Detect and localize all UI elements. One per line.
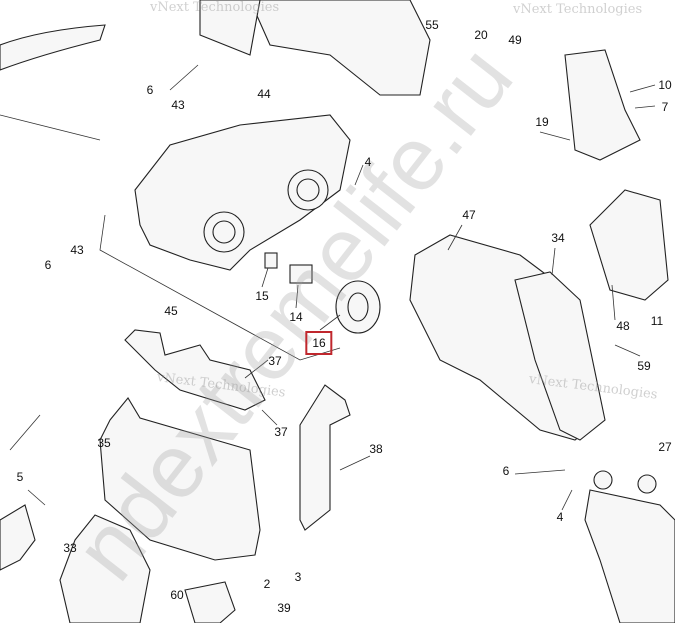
callout-34[interactable]: 34 (551, 231, 565, 245)
callout-10[interactable]: 10 (658, 78, 672, 92)
callout-20[interactable]: 20 (474, 28, 488, 42)
callout-6[interactable]: 6 (146, 83, 154, 97)
callout-11[interactable]: 11 (650, 314, 664, 328)
callout-43[interactable]: 43 (70, 243, 84, 257)
callout-43[interactable]: 43 (171, 98, 185, 112)
watermark: vNext Technologies (150, 0, 280, 15)
callout-37[interactable]: 37 (268, 354, 282, 368)
callout-38[interactable]: 38 (369, 442, 383, 456)
callout-16-highlighted[interactable]: 16 (305, 331, 333, 355)
callout-19[interactable]: 19 (535, 115, 549, 129)
callout-3[interactable]: 3 (294, 570, 302, 584)
callout-4[interactable]: 4 (364, 155, 372, 169)
watermark: vNext Technologies (513, 2, 643, 17)
callout-6[interactable]: 6 (44, 258, 52, 272)
callout-33[interactable]: 33 (63, 541, 77, 555)
callout-5[interactable]: 5 (16, 470, 24, 484)
callout-55[interactable]: 55 (425, 18, 439, 32)
callout-39[interactable]: 39 (277, 601, 291, 615)
callout-14[interactable]: 14 (289, 310, 303, 324)
callout-15[interactable]: 15 (255, 289, 269, 303)
callout-2[interactable]: 2 (263, 577, 271, 591)
callout-60[interactable]: 60 (170, 588, 184, 602)
callout-6[interactable]: 6 (502, 464, 510, 478)
callout-47[interactable]: 47 (462, 208, 476, 222)
callout-59[interactable]: 59 (637, 359, 651, 373)
callout-27[interactable]: 27 (658, 440, 672, 454)
callout-48[interactable]: 48 (616, 319, 630, 333)
callout-4[interactable]: 4 (556, 510, 564, 524)
callout-44[interactable]: 44 (257, 87, 271, 101)
callout-49[interactable]: 49 (508, 33, 522, 47)
callout-7[interactable]: 7 (661, 100, 669, 114)
callout-37[interactable]: 37 (274, 425, 288, 439)
callout-35[interactable]: 35 (97, 436, 111, 450)
callout-45[interactable]: 45 (164, 304, 178, 318)
